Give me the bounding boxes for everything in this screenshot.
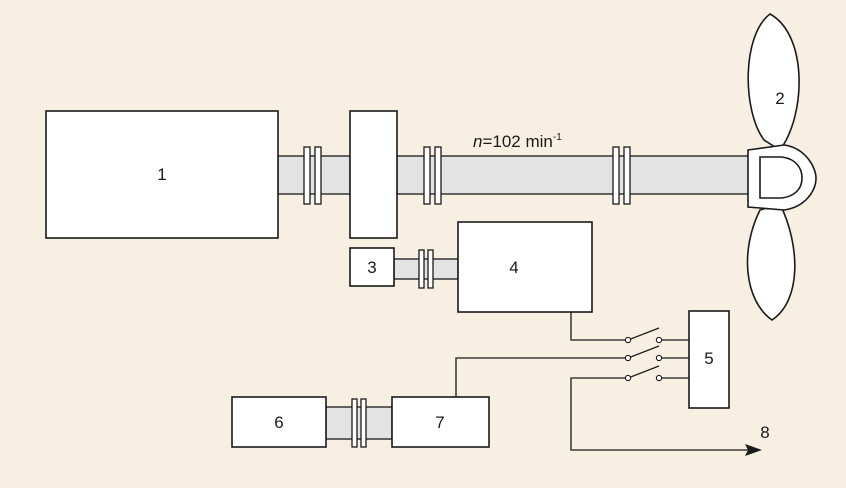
propeller [746,13,817,321]
main-engine-label: 1 [157,165,166,184]
switch-3-contact-b [655,374,663,382]
unit6-box [231,396,327,448]
main-shaft-segment-1 [277,155,351,195]
wire-unit7 [455,357,625,397]
main-engine-box [45,110,279,239]
speed-symbol: n [473,132,482,151]
speed-value: =102 min [482,132,552,151]
switch-2-contact-b [655,354,663,362]
coupling-unit6-unit7 [351,398,367,448]
unit7-label: 7 [435,413,444,432]
wire-output [570,377,752,451]
switch-2-contact-a [624,354,632,362]
switch-1-contact-a [624,336,632,344]
output-label: 8 [760,423,769,442]
switch-2-blade [627,345,660,359]
unit5-label: 5 [704,349,713,368]
switch-3-blade [627,365,660,379]
unit3-label: 3 [367,258,376,277]
switch-1-blade [627,327,660,341]
speed-exponent: -1 [553,132,562,143]
gearbox-box [349,110,398,239]
switch-1-contact-b [655,336,663,344]
pto-shaft [393,258,459,280]
switch-3-contact-a [624,374,632,382]
genset-shaft [325,406,393,440]
wire-unit4 [570,312,625,341]
coupling-unit3-unit4 [418,249,434,289]
coupling-shaft-2 [612,146,631,205]
coupling-shaft-1 [423,146,442,205]
output-arrowhead [745,444,762,456]
unit7-box [391,396,490,448]
coupling-engine-gearbox [303,146,322,205]
propeller-label: 2 [775,89,784,108]
unit6-label: 6 [274,413,283,432]
unit3-box [349,247,395,287]
unit4-label: 4 [509,258,518,277]
speed-annotation: n=102 min-1 [473,132,562,151]
unit5-box [688,310,730,409]
main-shaft-segment-2 [396,155,791,195]
unit4-box [457,221,593,313]
